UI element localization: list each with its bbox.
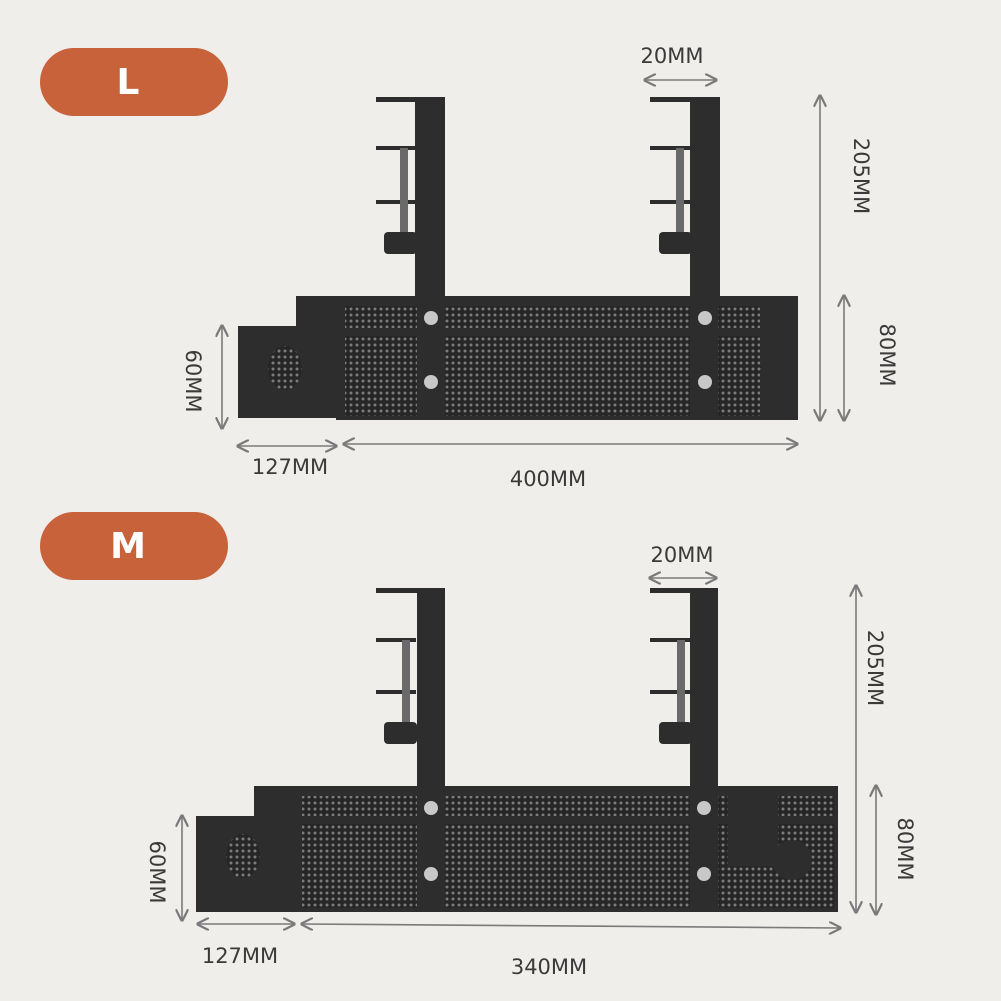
size-badge-m: M — [40, 512, 228, 580]
main-length-label: 340MM — [511, 955, 587, 979]
left-clamp — [376, 588, 445, 803]
left-clamp — [376, 97, 445, 312]
main-basket — [336, 296, 798, 420]
clamp-width-label: 20MM — [651, 543, 714, 567]
clamp-width-label: 20MM — [641, 44, 704, 68]
main-basket — [294, 786, 838, 912]
right-clamp — [650, 588, 718, 803]
bolt-icons — [424, 311, 712, 389]
size-label: L — [116, 61, 140, 103]
size-label: M — [110, 525, 146, 567]
side-height-label: 60MM — [145, 841, 169, 904]
total-height-label: 205MM — [849, 138, 873, 214]
basket-height-label: 80MM — [893, 818, 917, 881]
side-width-label: 127MM — [252, 455, 328, 479]
diagram-l: 20MM 205MM 80MM 60MM 127MM 400MM — [181, 44, 899, 491]
total-height-label: 205MM — [863, 630, 887, 706]
diagram-m: 20MM 205MM 80MM 60MM 127MM 340MM — [145, 543, 917, 979]
side-height-label: 60MM — [181, 350, 205, 413]
right-clamp — [650, 97, 720, 312]
side-box — [196, 786, 296, 912]
bolt-icons — [424, 801, 711, 881]
side-box — [238, 296, 338, 418]
side-width-label: 127MM — [202, 944, 278, 968]
main-length-label: 400MM — [510, 467, 586, 491]
basket-height-label: 80MM — [875, 324, 899, 387]
size-badge-l: L — [40, 48, 228, 116]
